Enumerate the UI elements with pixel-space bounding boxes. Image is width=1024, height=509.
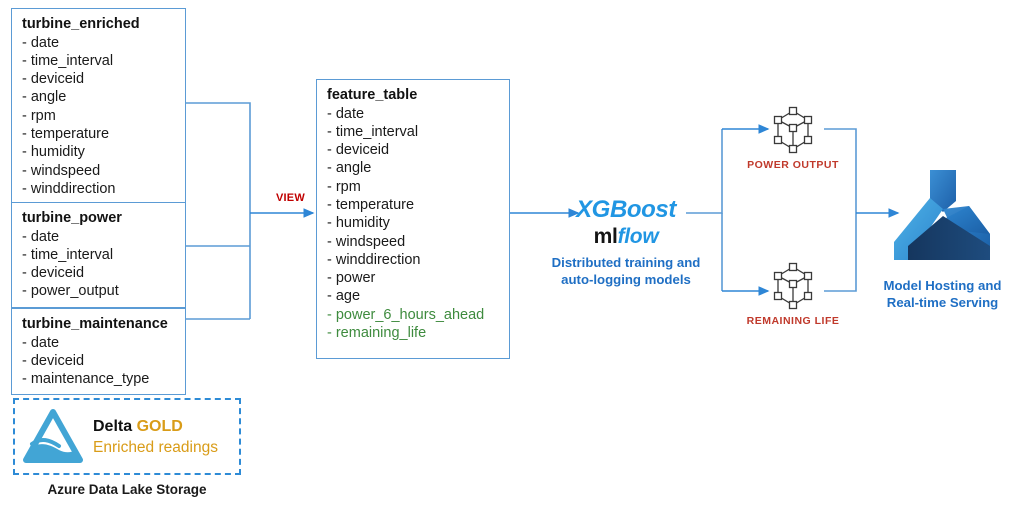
table-column: - rpm (327, 178, 361, 195)
mlflow-flow-text: flow (617, 225, 659, 248)
table-column: - time_interval (327, 123, 419, 140)
table-column: - power (327, 270, 376, 287)
training-caption-line2: auto-logging models (561, 272, 691, 287)
mlflow-ml-text: ml (593, 225, 618, 248)
table-column: - temperature (22, 125, 110, 142)
table-column: - deviceid (22, 352, 85, 369)
model-remaining-life[interactable]: REMAINING LIFE (728, 262, 858, 327)
table-column: - date (22, 334, 60, 351)
table-column: - deviceid (22, 71, 85, 88)
table-column: - time_interval (22, 52, 114, 69)
table-column: - temperature (327, 196, 415, 213)
delta-title-gold: GOLD (136, 417, 183, 435)
table-turbine-power[interactable]: turbine_power - date - time_interval - d… (11, 202, 186, 308)
table-column: - deviceid (327, 142, 390, 159)
storage-caption: Azure Data Lake Storage (47, 482, 207, 497)
cube-network-icon (773, 106, 813, 154)
table-feature-table[interactable]: feature_table - date - time_interval - d… (316, 79, 510, 359)
xgboost-logo: XGBoost (576, 196, 676, 223)
table-column: - windspeed (327, 233, 406, 250)
table-title: feature_table (327, 87, 418, 103)
table-column-target: - power_6_hours_ahead (327, 306, 485, 323)
cube-network-icon (773, 262, 813, 310)
table-title: turbine_maintenance (22, 316, 168, 332)
table-column: - date (327, 105, 365, 122)
mlflow-logo: mlflow (526, 224, 726, 250)
table-column: - angle (327, 160, 372, 177)
wire-life-model-to-merge (824, 213, 857, 292)
table-title: turbine_power (22, 210, 122, 226)
training-caption: Distributed training and auto-logging mo… (526, 254, 726, 288)
training-caption-line1: Distributed training and (551, 255, 701, 270)
serving-caption: Model Hosting and Real-time Serving (860, 277, 1024, 311)
training-stage: XGBoost mlflow Distributed training and … (526, 196, 726, 288)
table-column: - humidity (22, 144, 85, 161)
table-title: turbine_enriched (22, 16, 140, 32)
wire-enriched-to-trunk (186, 102, 251, 319)
wire-power-model-to-merge (824, 128, 857, 213)
table-column: - age (327, 288, 361, 305)
table-column: - winddirection (22, 180, 116, 197)
delta-title-delta: Delta (93, 417, 137, 435)
delta-subtitle: Enriched readings (93, 438, 218, 456)
model-power-output[interactable]: POWER OUTPUT (728, 106, 858, 171)
table-column: - winddirection (327, 251, 421, 268)
table-column: - date (22, 228, 60, 245)
delta-lake-icon (23, 408, 83, 463)
table-column: - maintenance_type (22, 371, 150, 388)
delta-gold-container[interactable]: Delta GOLD Enriched readings (13, 398, 241, 475)
table-column: - rpm (22, 107, 56, 124)
serving-caption-line1: Model Hosting and (883, 278, 1002, 293)
table-column: - windspeed (22, 162, 101, 179)
view-edge-label: VIEW (276, 192, 305, 204)
table-column-target: - remaining_life (327, 325, 427, 342)
table-turbine-enriched[interactable]: turbine_enriched - date - time_interval … (11, 8, 186, 206)
serving-caption-line2: Real-time Serving (886, 295, 999, 310)
table-column: - power_output (22, 283, 119, 300)
table-column: - date (22, 34, 60, 51)
table-column: - angle (22, 89, 67, 106)
table-column: - time_interval (22, 246, 114, 263)
delta-title: Delta GOLD (93, 416, 218, 437)
model-label: REMAINING LIFE (746, 315, 840, 327)
azure-machine-learning-icon (893, 170, 990, 260)
table-turbine-maintenance[interactable]: turbine_maintenance - date - deviceid - … (11, 308, 186, 396)
serving-stage[interactable]: Model Hosting and Real-time Serving (860, 168, 1024, 311)
table-column: - humidity (327, 215, 390, 232)
model-label: POWER OUTPUT (747, 159, 839, 171)
table-column: - deviceid (22, 265, 85, 282)
